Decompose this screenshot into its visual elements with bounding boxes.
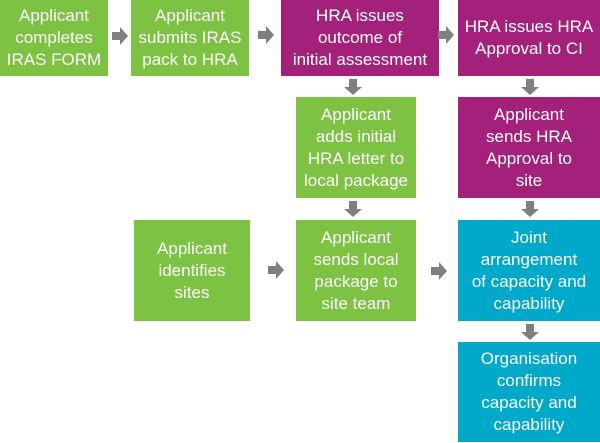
arrow-right-icon	[112, 27, 128, 45]
applicant-identifies-sites-box: Applicant identifies sites	[134, 220, 250, 321]
applicant-completes-iras-box: Applicant completes IRAS FORM	[0, 0, 108, 76]
arrow-down-icon	[521, 79, 539, 95]
arrow-right-icon	[258, 26, 274, 44]
arrow-down-icon	[521, 201, 539, 217]
arrow-right-icon	[268, 261, 284, 279]
applicant-adds-letter-box: Applicant adds initial HRA letter to loc…	[296, 97, 416, 198]
arrow-right-icon	[431, 262, 447, 280]
arrow-down-icon	[344, 201, 362, 217]
joint-arrangement-box: Joint arrangement of capacity and capabi…	[458, 220, 600, 321]
hra-issues-approval-box: HRA issues HRA Approval to CI	[458, 0, 600, 76]
applicant-sends-package-box: Applicant sends local package to site te…	[296, 220, 416, 321]
arrow-down-icon	[344, 79, 362, 95]
arrow-right-icon	[438, 26, 454, 44]
applicant-sends-approval-box: Applicant sends HRA Approval to site	[458, 97, 600, 198]
arrow-down-icon	[521, 324, 539, 340]
hra-issues-outcome-box: HRA issues outcome of initial assessment	[281, 0, 439, 76]
applicant-submits-iras-box: Applicant submits IRAS pack to HRA	[131, 0, 249, 76]
organisation-confirms-box: Organisation confirms capacity and capab…	[458, 342, 600, 442]
